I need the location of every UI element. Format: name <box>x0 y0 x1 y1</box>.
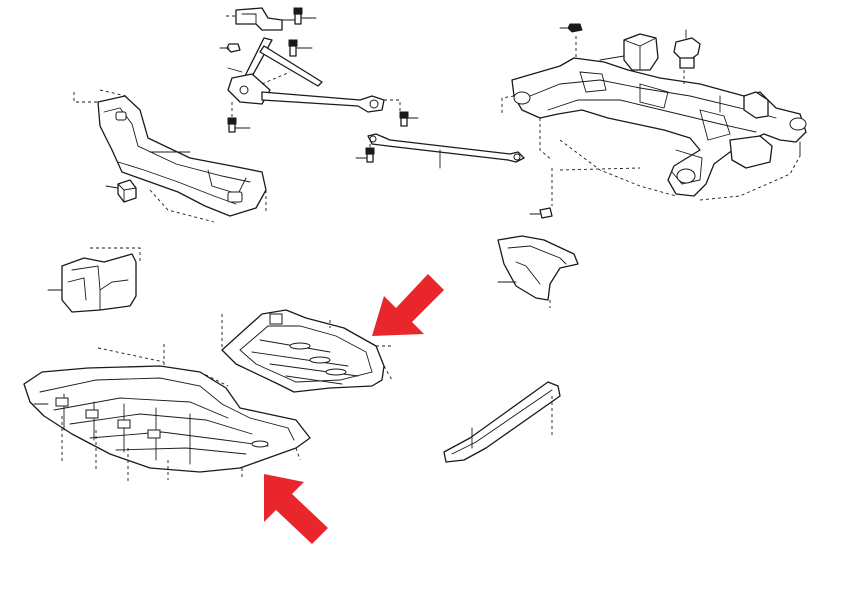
side-guard-rail <box>443 381 561 463</box>
mount-bushing <box>673 29 701 69</box>
bolt-brace-lower <box>227 117 251 133</box>
bolt-rod-left <box>355 144 375 163</box>
rear-engine-under-cover <box>221 309 393 393</box>
bolt-top-1 <box>293 7 317 25</box>
front-engine-under-cover <box>23 344 311 482</box>
arrow-front-under-cover <box>264 474 328 544</box>
rear-support-bracket <box>497 235 579 308</box>
nut-top-left <box>219 43 241 53</box>
nut-rear-bracket <box>529 207 553 219</box>
front-brace-arms <box>227 37 401 118</box>
cushion-block <box>105 179 137 203</box>
red-arrow-icon <box>372 274 444 336</box>
bolt-brace-right <box>399 111 419 127</box>
red-arrow-icon <box>264 474 328 544</box>
arrow-rear-under-cover <box>372 274 444 336</box>
upper-brace-bracket <box>226 7 301 31</box>
lateral-rod <box>367 133 525 169</box>
bolt-top-2 <box>288 39 313 57</box>
nut-rear-member <box>559 23 583 33</box>
front-crossmember <box>73 89 267 223</box>
side-cover-bracket <box>47 247 141 313</box>
rear-suspension-member <box>501 33 807 206</box>
